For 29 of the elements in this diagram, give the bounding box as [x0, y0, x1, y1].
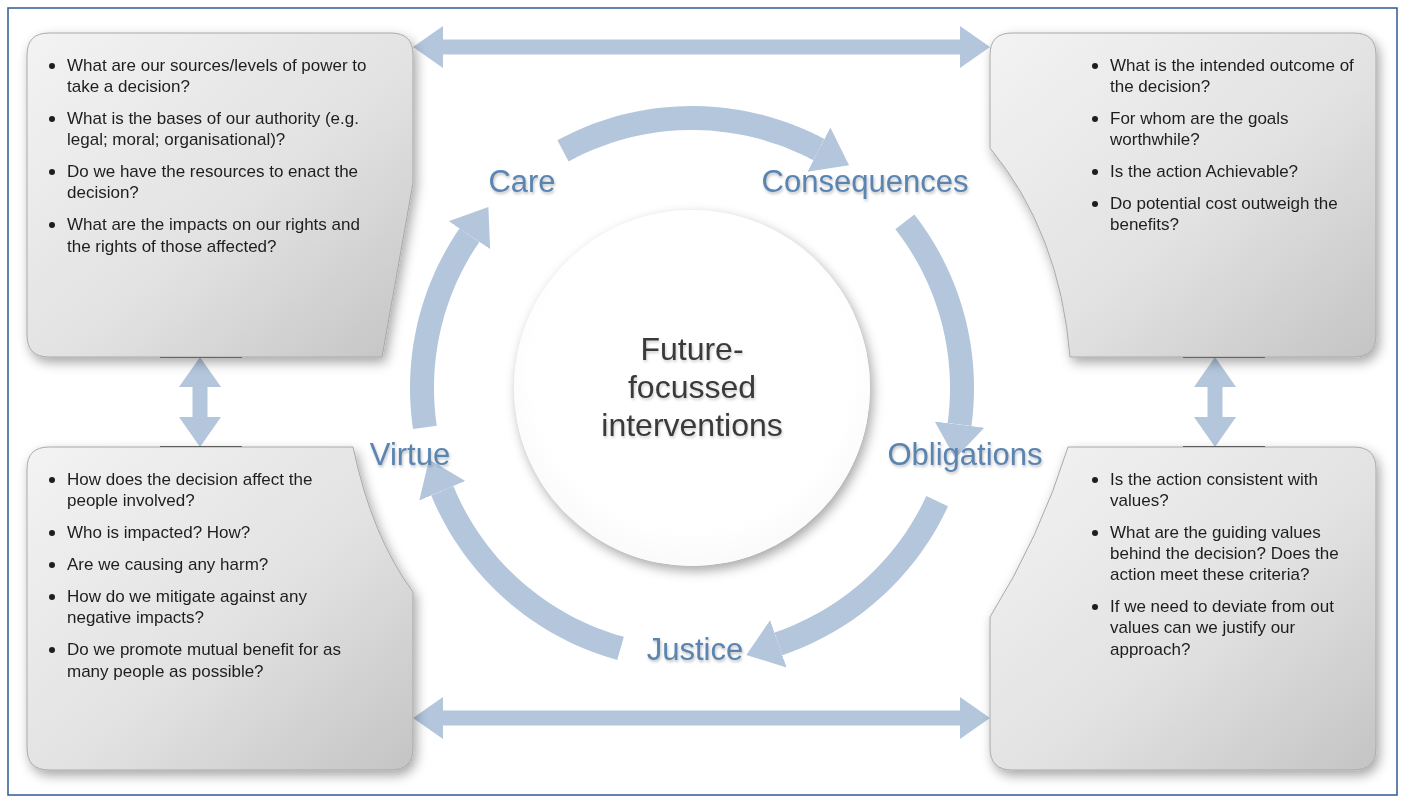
center-text: Future- focussed interventions — [600, 331, 784, 445]
question-text: Are we causing any harm? — [67, 555, 269, 575]
arrow — [746, 496, 948, 668]
question-text: Who is impacted? How? — [67, 523, 251, 543]
question-text: Is the action Achievable? — [1110, 162, 1299, 182]
question-text: What are the impacts on our rights and the rights of those affected? — [67, 215, 360, 256]
cycle-label: Obligations — [887, 437, 1043, 473]
cycle-label: Virtue — [369, 437, 451, 473]
arrow — [179, 357, 221, 447]
question-text: If we need to deviate from out values can we justify our approach? — [1110, 597, 1334, 659]
cycle-label: Consequences — [761, 164, 969, 200]
question-text: How do we mitigate against any negative impacts? — [67, 587, 308, 628]
arrow — [557, 106, 850, 172]
arrow — [413, 26, 990, 68]
question-text: Is the action consistent with values? — [1110, 470, 1318, 511]
arrow — [413, 697, 990, 739]
question-text: Do we have the resources to enact the decision? — [67, 162, 359, 203]
cycle-label: Justice — [646, 632, 744, 668]
question-text: Do potential cost outweigh the benefits? — [1110, 194, 1338, 235]
arrow — [410, 206, 491, 430]
cycle-label: Care — [488, 164, 556, 200]
question-text: What are the guiding values behind the decision? Does the action meet these criteria? — [1110, 523, 1339, 585]
question-text: Do we promote mutual benefit for as many people as possible? — [67, 640, 342, 681]
question-text: What is the bases of our authority (e.g. legal; moral; organisational)? — [67, 109, 359, 150]
question-text: For whom are the goals worthwhile? — [1110, 109, 1289, 150]
question-text: What is the intended outcome of the decision? — [1110, 56, 1354, 97]
question-text: What are our sources/levels of power to take a decision? — [67, 56, 367, 97]
question-text: How does the decision affect the people involved? — [67, 470, 313, 511]
arrow — [1194, 357, 1236, 447]
